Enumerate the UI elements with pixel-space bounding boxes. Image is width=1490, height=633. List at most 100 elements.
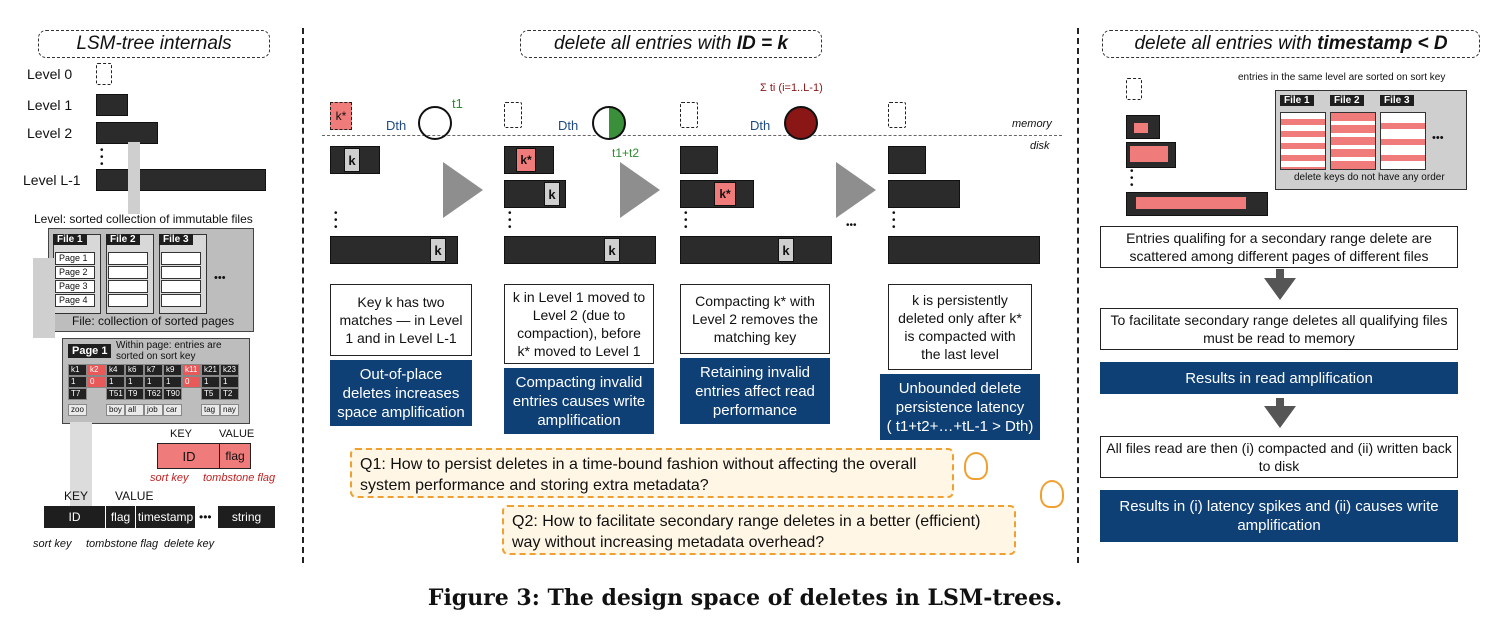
grid-key-cell: k23	[220, 364, 239, 376]
right-file-3-pages	[1380, 112, 1426, 170]
grid-key-cell: k2	[87, 364, 106, 376]
stage4-mem-slot	[888, 102, 906, 128]
stage1-dth: Dth	[386, 118, 407, 133]
right-dots: •••	[1130, 166, 1134, 191]
stage3-desc: Compacting k* with Level 2 removes the m…	[680, 284, 830, 354]
right-note-top: entries in the same level are sorted on …	[1238, 72, 1446, 83]
entry-delete-key-label: delete key	[164, 538, 215, 550]
stage3-effect: Retaining invalid entries affect read pe…	[680, 358, 830, 424]
level-l1-label: Level L-1	[23, 172, 81, 188]
right-title: delete all entries with timestamp < D	[1102, 30, 1480, 58]
grid-key-cell: k7	[144, 364, 163, 376]
grid-value-cell: job	[144, 404, 163, 416]
grid-key-cell: k11	[182, 364, 201, 376]
grid-ts-cell: T62	[144, 388, 163, 400]
stage1-level1-k: k	[344, 148, 360, 172]
level-0-slot	[96, 63, 112, 85]
right-arrow-2-stem	[1276, 398, 1284, 408]
file-2-page-2	[108, 266, 148, 279]
file-3-page-1	[161, 252, 201, 265]
grid-flag-cell: 1	[144, 376, 163, 388]
file-3-page-2	[161, 266, 201, 279]
right-level-1-red	[1134, 123, 1148, 133]
entry-ellipsis: •••	[199, 510, 212, 524]
grid-key-cell: k1	[68, 364, 87, 376]
stage2-mem-slot	[504, 102, 522, 128]
right-level-2-red	[1130, 146, 1168, 162]
grid-value-cell: tag	[201, 404, 220, 416]
right-file-1-header: File 1	[1280, 95, 1314, 106]
level-2-label: Level 2	[27, 125, 73, 141]
grid-value-cell: nay	[220, 404, 239, 416]
stage1-kstar-mem: k*	[330, 102, 352, 130]
stage4-effect: Unbounded delete persistence latency ( t…	[880, 374, 1040, 440]
divider-right	[1077, 28, 1079, 563]
grid-ts-cell: T9	[125, 388, 144, 400]
right-level-last-red	[1136, 197, 1246, 209]
kv-flag-cell: flag	[219, 443, 251, 469]
grid-flag-cell: 1	[125, 376, 144, 388]
right-arrow-1	[1264, 278, 1296, 300]
divider-left	[302, 28, 304, 563]
stage2-last-k: k	[604, 238, 620, 262]
entry-key-label: KEY	[64, 489, 89, 503]
stage2-dth: Dth	[558, 118, 579, 133]
grid-flag-cell: 1	[68, 376, 87, 388]
right-level-0-slot	[1126, 78, 1142, 100]
stage2-timer-icon	[592, 106, 626, 140]
middle-title: delete all entries with ID = k	[520, 30, 822, 58]
stage3-timer-icon	[784, 106, 818, 140]
stage2-effect: Compacting invalid entries causes write …	[504, 368, 654, 434]
grid-value-cell: car	[163, 404, 182, 416]
stage3-dots: •••	[684, 208, 688, 233]
stage4-level2-bar	[888, 180, 960, 208]
q1-box: Q1: How to persist deletes in a time-bou…	[350, 448, 954, 498]
stage2-t1t2: t1+t2	[612, 146, 640, 160]
file-2-page-3	[108, 280, 148, 293]
grid-key-cell: k21	[201, 364, 220, 376]
grid-key-cell: k9	[163, 364, 182, 376]
right-result1: Results in read amplification	[1100, 362, 1458, 394]
grid-ts-cell: T7	[68, 388, 87, 400]
kv-id-cell: ID	[157, 443, 221, 469]
stage1-t1: t1	[452, 96, 463, 111]
grid-flag-cell: 1	[163, 376, 182, 388]
stage1-dots: •••	[334, 208, 338, 233]
file-3-page-4	[161, 294, 201, 307]
stage1-last-k: k	[430, 238, 446, 262]
file-2-page-1	[108, 252, 148, 265]
middle-title-bold: ID = k	[736, 33, 788, 54]
level-dots: •••	[100, 145, 104, 170]
right-file-1-pages	[1280, 112, 1326, 170]
lsm-internals-title: LSM-tree internals	[38, 30, 270, 58]
page-2: Page 2	[55, 266, 95, 279]
stage3-level1-bar	[680, 146, 718, 174]
entry-timestamp-cell: timestamp	[136, 506, 196, 528]
middle-title-text: delete all entries with	[554, 33, 737, 54]
right-files-ellipsis: •••	[1432, 132, 1444, 144]
stage3-ellipsis: •••	[846, 220, 857, 231]
right-step1: Entries qualifing for a secondary range …	[1100, 226, 1458, 268]
right-file-3-header: File 3	[1380, 95, 1414, 106]
right-title-text: delete all entries with	[1134, 33, 1318, 54]
right-step3: All files read are then (i) compacted an…	[1100, 436, 1458, 478]
grid-flag-cell: 1	[220, 376, 239, 388]
kv-sort-key-label: sort key	[150, 472, 189, 484]
stage2-level1-kstar: k*	[516, 148, 536, 172]
grid-value-cell: boy	[106, 404, 125, 416]
level-1-bar	[96, 94, 128, 116]
grid-flag-cell: 0	[87, 376, 106, 388]
kv-key-label: KEY	[170, 428, 193, 440]
grid-flag-cell: 1	[201, 376, 220, 388]
stage3-last-bar	[680, 236, 832, 264]
stage3-last-k: k	[778, 238, 794, 262]
stage2-desc: k in Level 1 moved to Level 2 (due to co…	[504, 284, 654, 364]
stage4-desc: k is persistently deleted only after k* …	[888, 284, 1032, 370]
stage4-last-bar	[888, 236, 1040, 264]
page-1-header: Page 1	[68, 344, 112, 358]
stage2-level2-k: k	[544, 182, 560, 206]
entry-string-cell: string	[218, 506, 276, 528]
grid-flag-cell: 0	[182, 376, 201, 388]
grid-flag-cell: 1	[106, 376, 125, 388]
